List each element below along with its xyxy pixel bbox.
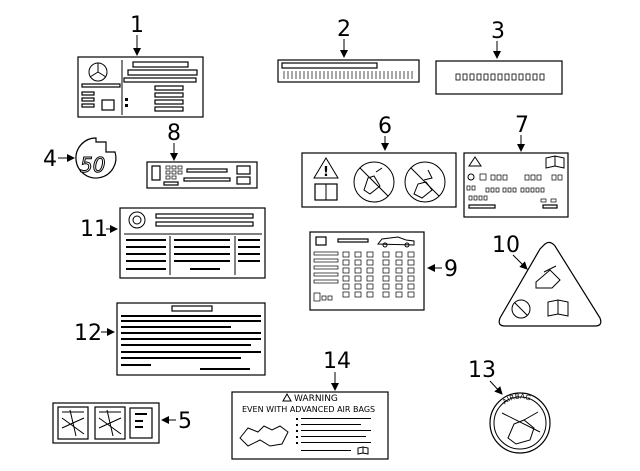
callout-12: 12 <box>74 321 102 346</box>
barcode <box>283 71 413 79</box>
book-icon <box>357 446 369 455</box>
car-icon <box>376 236 415 246</box>
label-2: 2 <box>277 17 420 83</box>
callout-1: 1 <box>130 13 144 38</box>
callout-13: 13 <box>468 358 496 383</box>
warning-line-1: EVEN WITH ADVANCED AIR BAGS <box>242 405 375 414</box>
child-seat-icon <box>535 265 561 289</box>
no-child-seat-icon <box>353 161 395 203</box>
label-4: 4 50 <box>43 137 117 179</box>
child-seat-icon <box>507 411 539 445</box>
callout-2: 2 <box>337 17 351 42</box>
airbag-icon <box>61 409 85 437</box>
warning-triangle-icon <box>313 157 339 179</box>
warning-triangle-icon <box>282 392 292 402</box>
airbag-icon <box>98 409 122 437</box>
occupants-icon <box>239 425 289 447</box>
warning-heading: WARNING <box>294 394 338 404</box>
callout-10: 10 <box>492 233 520 258</box>
callout-4: 4 <box>43 147 57 172</box>
label-9: 9 <box>309 231 458 311</box>
svg-text:!: ! <box>323 165 329 180</box>
sun-icon <box>467 173 475 181</box>
label-5: 5 <box>52 402 192 444</box>
manual-book-icon <box>547 299 569 317</box>
label-11: 11 <box>80 207 266 279</box>
callout-9: 9 <box>444 257 458 282</box>
callout-7: 7 <box>515 113 529 138</box>
no-child-seat-icon <box>404 161 446 203</box>
callout-6: 6 <box>378 114 392 139</box>
label-13: 13 AIRBAG <box>468 358 551 454</box>
label-3: 3 <box>435 19 563 95</box>
book-icon <box>545 155 565 169</box>
label-6: 6 ! <box>301 114 457 208</box>
label-1: 1 <box>77 13 204 118</box>
label-10: 10 <box>492 233 602 327</box>
speed-value: 50 <box>80 153 105 177</box>
label-7: 7 <box>463 113 569 218</box>
callout-14: 14 <box>323 349 351 374</box>
label-12: 12 <box>74 302 266 376</box>
callout-3: 3 <box>491 19 505 44</box>
callout-8: 8 <box>167 121 181 146</box>
prohibition-icon <box>511 299 531 319</box>
label-8: 8 <box>146 121 258 189</box>
callout-11: 11 <box>80 217 108 242</box>
callout-5: 5 <box>178 409 192 434</box>
label-14: 14 WARNING EVEN WITH ADVANCED AIR BAGS <box>231 349 389 460</box>
